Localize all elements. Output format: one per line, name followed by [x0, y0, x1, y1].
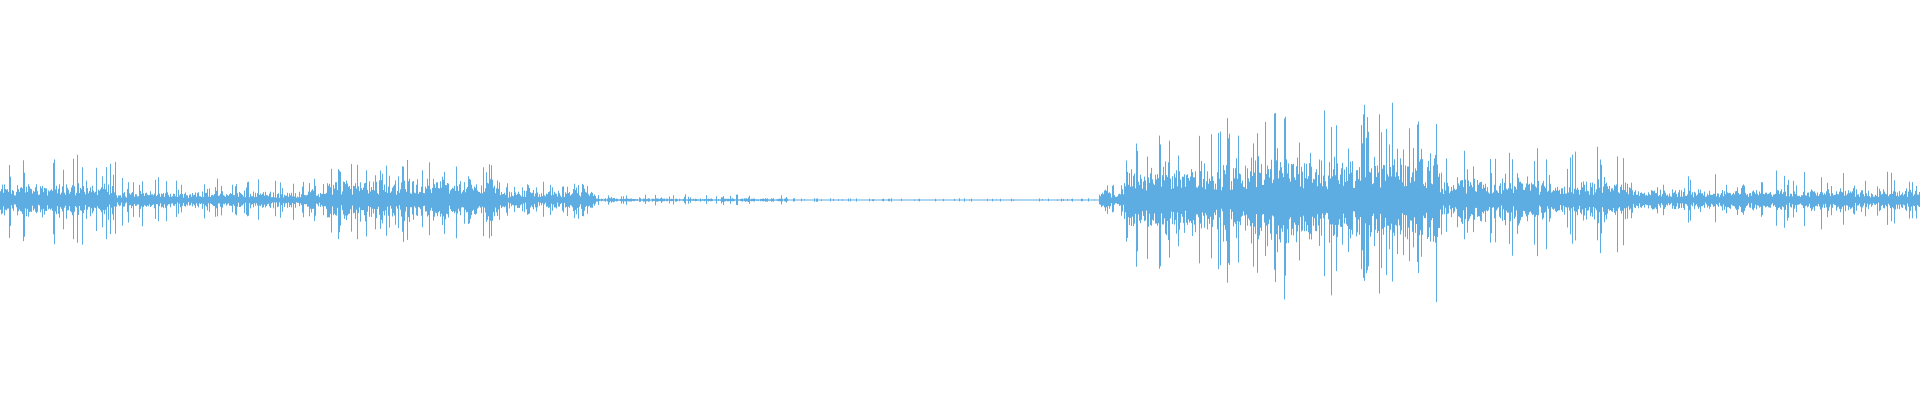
waveform-samples	[0, 102, 1920, 303]
